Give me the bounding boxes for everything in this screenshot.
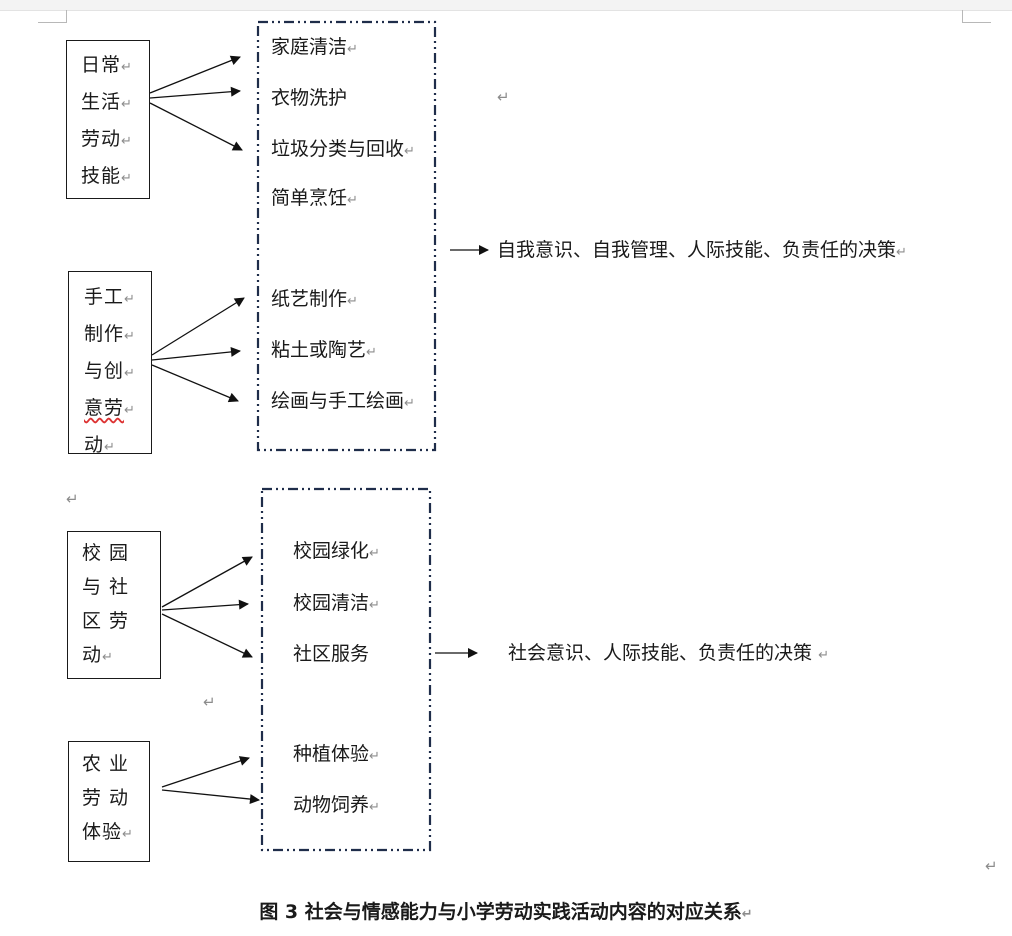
paragraph-mark: ↵ — [369, 598, 380, 613]
source-text-agricultural-labor: 农 业 劳 动 体验↵ — [82, 747, 134, 852]
paragraph-mark: ↵ — [347, 294, 358, 309]
paragraph-mark: ↵ — [818, 648, 829, 663]
paragraph-mark: ↵ — [741, 907, 753, 922]
paragraph-mark: ↵ — [347, 193, 358, 208]
source-line: 劳动 — [81, 128, 122, 150]
source-line: 校 园 — [82, 542, 130, 564]
source-text-campus-community-labor: 校 园 与 社 区 劳 动↵ — [82, 536, 129, 675]
paragraph-mark: ↵ — [102, 650, 114, 665]
content-item: 种植体验↵ — [293, 743, 380, 765]
arrow-daily-to-sorting — [149, 102, 243, 151]
content-item: 垃圾分类与回收↵ — [271, 138, 415, 160]
paragraph-mark: ↵ — [203, 693, 216, 711]
paragraph-mark: ↵ — [347, 42, 358, 57]
content-item: 社区服务 — [293, 643, 370, 665]
source-line: 动 — [82, 644, 103, 666]
source-line: 日常 — [81, 54, 122, 76]
paragraph-mark: ↵ — [121, 134, 133, 149]
source-line: 与 社 — [82, 576, 130, 598]
content-dashed-box-1 — [256, 20, 437, 452]
source-line: 农 业 — [82, 753, 130, 775]
arrow-craft-to-paper — [151, 297, 245, 356]
paragraph-mark: ↵ — [366, 345, 377, 360]
content-item: 简单烹饪↵ — [271, 187, 358, 209]
paragraph-mark: ↵ — [985, 857, 998, 875]
paragraph-mark: ↵ — [122, 827, 134, 842]
source-line: 手工 — [84, 286, 125, 308]
source-line: 与创 — [84, 360, 125, 382]
paragraph-mark: ↵ — [121, 171, 133, 186]
content-dashed-box-2 — [260, 487, 432, 852]
arrow-campus-to-cleaning — [161, 599, 249, 611]
paragraph-mark: ↵ — [121, 60, 133, 75]
paragraph-mark: ↵ — [121, 97, 133, 112]
arrow-craft-to-drawing — [151, 364, 239, 403]
content-item: 衣物洗护 — [271, 87, 348, 109]
source-line: 制作 — [84, 323, 125, 345]
source-line: 动 — [84, 434, 105, 456]
paragraph-mark: ↵ — [497, 88, 510, 106]
paragraph-mark: ↵ — [369, 800, 380, 815]
content-item: 家庭清洁↵ — [271, 36, 358, 58]
content-item: 纸艺制作↵ — [271, 288, 358, 310]
arrow-daily-to-laundry — [149, 86, 241, 99]
source-text-daily-life-labor: 日常↵ 生活↵ 劳动↵ 技能↵ — [81, 48, 133, 196]
source-box-campus-community-labor — [67, 531, 161, 679]
paragraph-mark: ↵ — [104, 440, 116, 455]
arrow-farm-to-planting — [161, 756, 250, 788]
paragraph-mark: ↵ — [124, 403, 136, 418]
arrow-farm-to-animals — [161, 789, 260, 805]
result-text-1: 自我意识、自我管理、人际技能、负责任的决策↵ — [497, 239, 907, 261]
source-box-handcraft-creative-labor — [68, 271, 152, 454]
paragraph-mark: ↵ — [369, 749, 380, 764]
source-box-daily-life-labor — [66, 40, 150, 199]
source-box-agricultural-labor — [68, 741, 150, 862]
paragraph-mark: ↵ — [896, 245, 907, 260]
content-item: 校园清洁↵ — [293, 592, 380, 614]
source-line: 区 劳 — [82, 610, 130, 632]
margin-corner-right — [962, 10, 991, 23]
arrow-campus-to-community — [161, 613, 253, 658]
document-top-edge — [0, 0, 1012, 11]
arrow-campus-to-greening — [161, 556, 253, 608]
content-item: 校园绿化↵ — [293, 540, 380, 562]
content-item: 动物饲养↵ — [293, 794, 380, 816]
content-item: 绘画与手工绘画↵ — [271, 390, 415, 412]
source-line: 劳 动 — [82, 787, 130, 809]
result-text-2: 社会意识、人际技能、负责任的决策 ↵ — [508, 642, 829, 664]
paragraph-mark: ↵ — [124, 366, 136, 381]
arrow-craft-to-clay — [151, 346, 241, 361]
paragraph-mark: ↵ — [404, 396, 415, 411]
arrow-daily-to-cleaning — [149, 55, 241, 94]
paragraph-mark: ↵ — [404, 144, 415, 159]
source-line: 体验 — [82, 821, 123, 843]
paragraph-mark: ↵ — [369, 546, 380, 561]
source-line: 生活 — [81, 91, 122, 113]
source-line: 技能 — [81, 165, 122, 187]
content-item: 粘土或陶艺↵ — [271, 339, 377, 361]
source-text-handcraft-creative-labor: 手工↵ 制作↵ 与创↵ 意劳↵ 动↵ — [84, 280, 136, 465]
margin-corner-left — [38, 10, 67, 23]
paragraph-mark: ↵ — [124, 292, 136, 307]
source-line: 意劳 — [84, 397, 125, 419]
figure-caption: 图 3 社会与情感能力与小学劳动实践活动内容的对应关系↵ — [259, 901, 753, 923]
paragraph-mark: ↵ — [124, 329, 136, 344]
paragraph-mark: ↵ — [66, 490, 79, 508]
